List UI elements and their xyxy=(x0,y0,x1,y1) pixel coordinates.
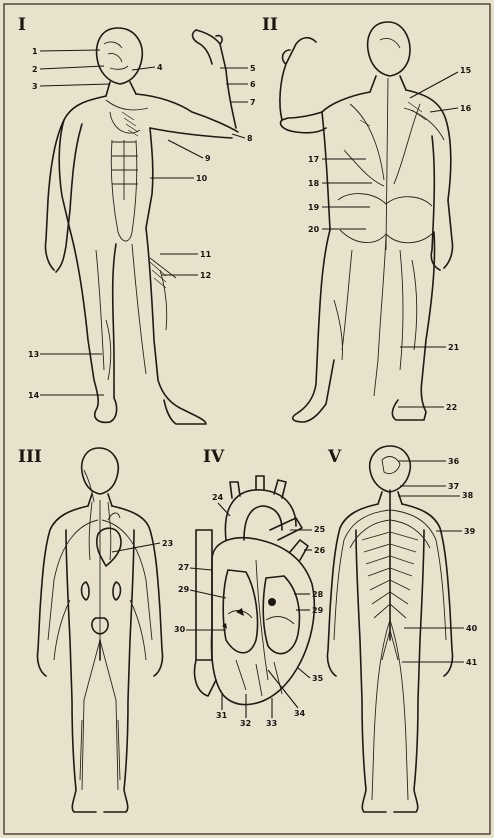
numeral-V: V xyxy=(327,447,342,467)
label-1: 1 xyxy=(32,47,38,56)
label-26: 26 xyxy=(314,546,326,555)
label-12: 12 xyxy=(200,271,211,280)
label-30: 30 xyxy=(174,625,186,634)
label-39: 39 xyxy=(464,527,476,536)
label-3: 3 xyxy=(32,82,38,91)
label-7: 7 xyxy=(250,98,256,107)
label-11: 11 xyxy=(200,250,212,259)
label-20: 20 xyxy=(308,225,320,234)
figure-heart xyxy=(195,476,315,705)
label-33: 33 xyxy=(266,719,277,728)
label-29-left: 29 xyxy=(178,585,190,594)
figure-circulatory xyxy=(37,448,162,812)
label-10: 10 xyxy=(196,174,208,183)
label-6: 6 xyxy=(250,80,256,89)
label-24: 24 xyxy=(212,493,224,502)
numeral-II: II xyxy=(262,15,278,35)
label-29-right: 29 xyxy=(312,606,324,615)
numeral-IV: IV xyxy=(203,447,225,467)
label-37: 37 xyxy=(448,482,459,491)
label-25: 25 xyxy=(314,525,326,534)
label-23: 23 xyxy=(162,539,173,548)
label-18: 18 xyxy=(308,179,320,188)
label-35: 35 xyxy=(312,674,324,683)
figure-muscles-front xyxy=(45,28,238,424)
label-21: 21 xyxy=(448,343,460,352)
figure-I-labels: 1 2 3 4 5 6 7 8 9 10 11 12 13 14 xyxy=(28,47,256,400)
label-34: 34 xyxy=(294,709,306,718)
figure-V-labels: 36 37 38 39 40 41 xyxy=(398,457,478,667)
numeral-I: I xyxy=(18,15,26,35)
label-5: 5 xyxy=(250,64,256,73)
label-13: 13 xyxy=(28,350,39,359)
label-40: 40 xyxy=(466,624,478,633)
label-8: 8 xyxy=(247,134,253,143)
figure-nervous xyxy=(327,446,452,812)
label-14: 14 xyxy=(28,391,40,400)
label-36: 36 xyxy=(448,457,460,466)
label-2: 2 xyxy=(32,65,38,74)
figure-muscles-back xyxy=(280,22,453,422)
label-38: 38 xyxy=(462,491,474,500)
label-16: 16 xyxy=(460,104,472,113)
label-22: 22 xyxy=(446,403,457,412)
label-17: 17 xyxy=(308,155,319,164)
figure-II-labels: 15 16 17 18 19 20 21 22 xyxy=(308,66,472,412)
label-41: 41 xyxy=(466,658,478,667)
label-9: 9 xyxy=(205,154,211,163)
plate-frame xyxy=(4,4,490,834)
label-27: 27 xyxy=(178,563,189,572)
label-28: 28 xyxy=(312,590,324,599)
numeral-III: III xyxy=(18,447,42,467)
label-32: 32 xyxy=(240,719,251,728)
label-4: 4 xyxy=(157,63,163,72)
label-19: 19 xyxy=(308,203,320,212)
label-15: 15 xyxy=(460,66,472,75)
label-31: 31 xyxy=(216,711,228,720)
